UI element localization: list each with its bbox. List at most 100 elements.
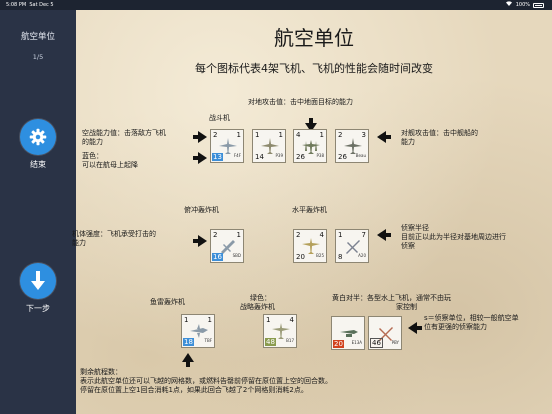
recon-text: 侦察半径 目前正以此为半径对基地周边进行 侦察 [401,224,506,250]
recon-arrow [377,229,391,241]
counter-pby[interactable]: 46 PBY [368,316,402,350]
naval-attack-arrow [377,131,391,143]
counter-naval-value: 3 [361,131,366,139]
level-bomber-label: 水平轰炸机 [292,206,327,214]
counter-naval-value: 1 [207,316,212,324]
green-note-text: 绿色： 战略轰炸机 [240,294,275,311]
counter-beau[interactable]: 2 3 26 Beau [335,129,369,163]
sidebar-title: 航空单位 [20,32,55,42]
status-right: 100% [505,0,544,10]
counter-type: TBF [204,338,213,343]
page-subtitle: 每个图标代表4架飞机、飞机的性能会随时间改变 [195,62,433,75]
counter-air-value: 2 [213,231,218,239]
plane-icon [302,140,320,154]
next-button-label[interactable]: 下一步 [26,304,50,313]
counter-range-value: 14 [255,153,264,161]
page-indicator: 1/5 [32,53,44,61]
plane-icon [272,323,290,339]
counter-air-value: 1 [338,231,343,239]
next-button[interactable] [20,263,56,299]
counter-b25[interactable]: 2 4 20 B25 [293,229,327,263]
counter-air-value: 2 [338,131,343,139]
counter-range-value: 46 [370,338,383,348]
counter-naval-value: 1 [236,131,241,139]
torpedo-bomber-label: 鱼雷轰炸机 [150,298,185,306]
end-button-label[interactable]: 结束 [30,160,46,169]
fighter-label: 战斗机 [209,114,230,122]
plane-icon [261,138,279,154]
plane-icon [219,138,237,154]
naval-attack-text: 对舰攻击值：击中舰船的 能力 [401,129,478,146]
durability-text: 机体强度：飞机承受打击的 能力 [72,230,156,247]
counter-type: Beau [355,153,366,158]
wifi-icon [505,0,513,10]
plane-icon [302,238,320,254]
counter-type: PBY [391,340,399,345]
counter-range-value: 20 [333,340,344,348]
air-combat-arrow [193,131,207,143]
counter-air-value: 1 [255,131,260,139]
counter-air-value: 2 [296,231,301,239]
plane-icon [379,327,393,341]
range-arrow [182,353,194,367]
counter-p38[interactable]: 4 1 26 P38 [293,129,327,163]
counter-naval-value: 7 [361,231,366,239]
counter-type: F4F [233,153,241,158]
ground-attack-text: 对地攻击值：击中地面目标的能力 [248,98,353,106]
counter-naval-value: 1 [236,231,241,239]
counter-type: A20 [358,253,366,258]
counter-range-value: 18 [183,338,194,346]
plane-icon [340,330,358,337]
durability-arrow [193,235,207,247]
plane-icon [190,324,208,338]
counter-range-value: 26 [296,153,305,161]
plane-icon [346,240,360,254]
battery-percent: 100% [515,2,530,8]
counter-air-value: 4 [296,131,301,139]
counter-range-value: 48 [265,338,276,346]
main-panel: 航空单位 每个图标代表4架飞机、飞机的性能会随时间改变 对地攻击值：击中地面目标… [72,10,552,414]
s-recon-arrow [408,322,422,334]
counter-range-value: 16 [212,253,223,261]
blue-note-text: 蓝色： 可以在航母上起降 [82,152,138,169]
counter-type: SBD [232,253,241,258]
counter-range-value: 8 [338,253,343,261]
counter-air-value: 1 [184,316,189,324]
counter-type: B17 [286,338,294,343]
counter-p39[interactable]: 1 1 14 P39 [252,129,286,163]
counter-range-value: 26 [338,153,347,161]
blue-note-arrow [193,152,207,164]
plane-icon [344,138,362,154]
battery-icon [533,2,544,8]
ground-attack-arrow [305,118,317,132]
status-bar: 5:08 PM Sat Dec 5 100% [0,0,552,10]
counter-type: B25 [316,253,324,258]
s-recon-text: s＝侦察单位，相较一般航空单 位有更强的侦察能力 [424,314,519,331]
counter-a20[interactable]: 1 7 8 A20 [335,229,369,263]
counter-f4f[interactable]: 2 1 13 F4F [210,129,244,163]
arrow-down-icon [31,271,45,290]
counter-b17[interactable]: 1 4 48 B17 [263,314,297,348]
range-text: 剩余航程数： 表示此航空单位还可以飞越的网格数，或燃料告罄前停留在原位置上空的回… [80,368,332,394]
counter-range-value: 13 [212,153,223,161]
counter-naval-value: 1 [319,131,324,139]
counter-type: P39 [275,153,283,158]
counter-naval-value: 1 [278,131,283,139]
counter-range-value: 20 [296,253,305,261]
counter-tbf[interactable]: 1 1 18 TBF [181,314,215,348]
sidebar: 航空单位 1/5 结束 下一步 [0,10,76,414]
dive-bomber-label: 俯冲轰炸机 [184,206,219,214]
counter-sbd[interactable]: 2 1 16 SBD [210,229,244,263]
counter-naval-value: 4 [289,316,294,324]
air-combat-text: 空战能力值：击落敌方飞机 的能力 [82,129,166,146]
counter-type: E13A [351,340,362,345]
status-time: 5:08 PM Sat Dec 5 [6,2,54,8]
counter-e13a[interactable]: 20 E13A [331,316,365,350]
end-button[interactable] [20,119,56,155]
gear-icon [29,128,47,146]
counter-air-value: 1 [266,316,271,324]
counter-naval-value: 4 [319,231,324,239]
counter-air-value: 2 [213,131,218,139]
plane-icon [221,240,235,254]
yellow-note-text: 黄白对半：各型水上飞机，通常不由玩 家控制 [332,294,451,311]
